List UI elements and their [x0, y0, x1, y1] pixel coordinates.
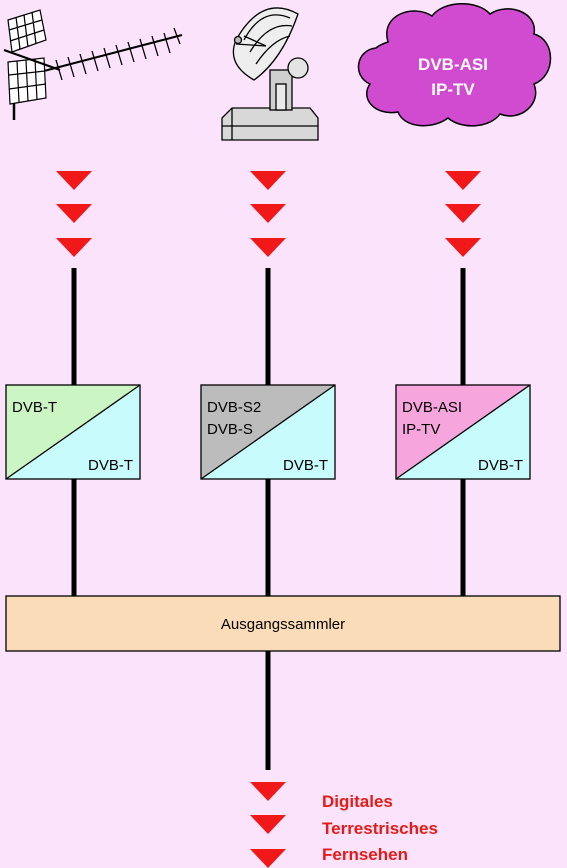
- arrow-col2-3: [250, 238, 286, 257]
- terrestrial-antenna-icon: [3, 9, 183, 120]
- converter-dvbs-input2: DVB-S: [207, 421, 253, 438]
- converter-dvbs-input1: DVB-S2: [207, 399, 261, 416]
- cloud-label-line2: IP-TV: [431, 80, 475, 99]
- output-arrows: [250, 782, 286, 868]
- output-label-line2: Terrestrisches: [322, 819, 438, 838]
- arrow-col1-2: [56, 204, 92, 223]
- converter-dvbt-input: DVB-T: [12, 399, 57, 416]
- satellite-dish-icon: [221, 7, 319, 141]
- converter-dvbt: DVB-T DVB-T: [5, 384, 141, 480]
- converter-asi-output: DVB-T: [478, 457, 523, 474]
- cloud-icon: [357, 3, 552, 127]
- collector-label: Ausgangssammler: [221, 616, 345, 633]
- input-arrows: [56, 171, 481, 257]
- converter-asi-input1: DVB-ASI: [402, 399, 462, 416]
- converter-dvbs: DVB-S2 DVB-S DVB-T: [200, 384, 336, 480]
- converter-asi: DVB-ASI IP-TV DVB-T: [395, 384, 531, 480]
- arrow-col2-1: [250, 171, 286, 190]
- output-label-line1: Digitales: [322, 792, 393, 811]
- output-collector: Ausgangssammler: [5, 595, 561, 652]
- converter-asi-input2: IP-TV: [402, 421, 440, 438]
- arrow-col2-2: [250, 204, 286, 223]
- arrow-col1-1: [56, 171, 92, 190]
- arrow-col3-2: [445, 204, 481, 223]
- output-arrow-2: [250, 815, 286, 834]
- arrow-col3-3: [445, 238, 481, 257]
- cloud-label-line1: DVB-ASI: [418, 55, 488, 74]
- converter-dvbt-output: DVB-T: [88, 457, 133, 474]
- output-arrow-1: [250, 782, 286, 801]
- output-label-line3: Fernsehen: [322, 845, 408, 864]
- arrow-col3-1: [445, 171, 481, 190]
- converter-dvbs-output: DVB-T: [283, 457, 328, 474]
- output-arrow-3: [250, 849, 286, 868]
- arrow-col1-3: [56, 238, 92, 257]
- connection-lines: [71, 268, 466, 770]
